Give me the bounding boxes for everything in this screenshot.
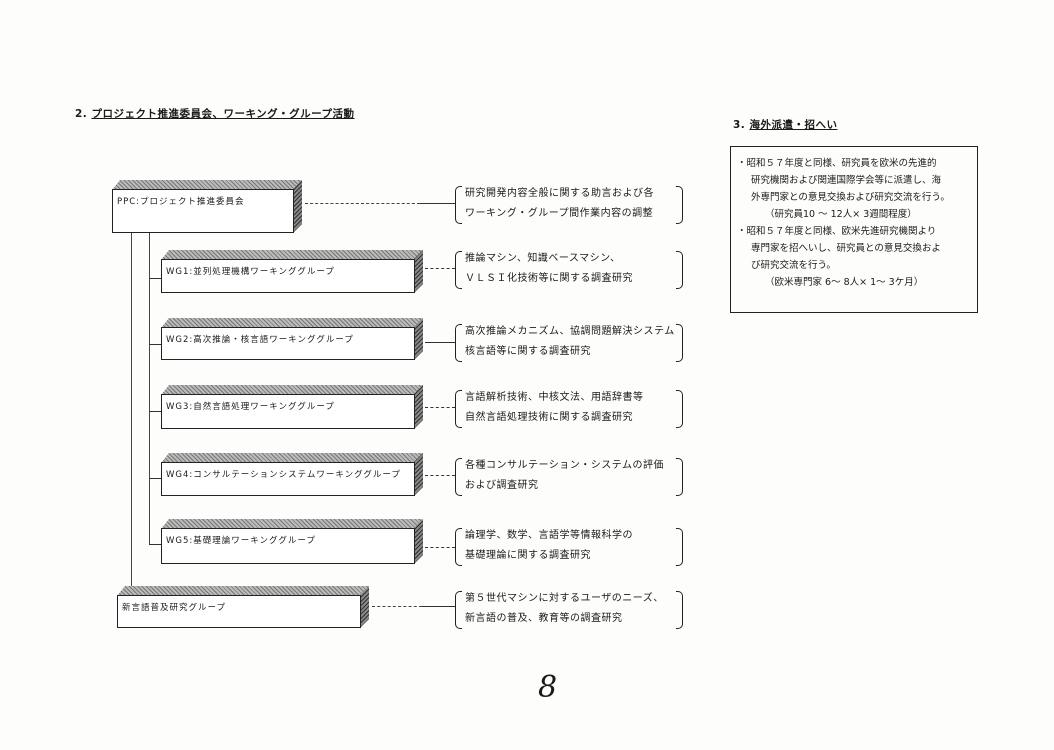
org-box-ppc: PPC:プロジェクト推進委員会 <box>112 180 302 233</box>
bracket-left <box>455 591 462 629</box>
dashed-connector <box>425 407 455 408</box>
org-box-label: 新言語普及研究グループ <box>122 603 226 613</box>
bracket-right <box>676 251 683 289</box>
org-description: 高次推論メカニズム、協調問題解決システム核言語等に関する調査研究 <box>465 326 675 357</box>
org-description: 各種コンサルテーション・システムの評価および調査研究 <box>465 460 664 491</box>
org-box-wg2: WG2:高次推論・核言語ワーキンググループ <box>161 318 423 360</box>
org-description: 第５世代マシンに対するユーザのニーズ、新言語の普及、教育等の調査研究 <box>465 593 664 624</box>
bracket-right <box>676 591 683 629</box>
org-box-label: WG2:高次推論・核言語ワーキンググループ <box>166 335 354 345</box>
bracket-right <box>676 528 683 566</box>
connector-line <box>149 278 161 279</box>
connector-line <box>149 478 161 479</box>
connector-line <box>420 203 455 204</box>
note-line: （研究員10 ～ 12人× 3週間程度） <box>765 209 917 220</box>
page-number: 8 <box>538 670 558 705</box>
overseas-note-box: ・昭和５７年度と同様、研究員を欧米の先進的 研究機関および関連国際学会等に派遣し… <box>730 146 978 313</box>
dashed-connector <box>425 475 455 476</box>
connector-line <box>422 606 455 607</box>
org-box-new-language-group: 新言語普及研究グループ <box>117 586 369 628</box>
bracket-left <box>455 458 462 496</box>
dashed-connector <box>372 606 422 607</box>
section-title: 海外派遣・招へい <box>749 119 838 131</box>
bracket-right <box>676 390 683 428</box>
org-box-label: PPC:プロジェクト推進委員会 <box>117 197 245 207</box>
bracket-left <box>455 324 462 362</box>
connector-line <box>149 232 150 544</box>
org-description: 言語解析技術、中核文法、用語辞書等自然言語処理技術に関する調査研究 <box>465 392 644 423</box>
section-title: プロジェクト推進委員会、ワーキング・グループ活動 <box>91 108 355 120</box>
note-line: 専門家を招へいし、研究員との意見交換およ <box>751 243 941 254</box>
org-box-wg1: WG1:並列処理機構ワーキンググループ <box>161 250 423 293</box>
dashed-connector <box>425 547 455 548</box>
bracket-left <box>455 251 462 289</box>
section-number: 3. <box>733 119 746 131</box>
note-line: 研究機関および関連国際学会等に派遣し、海 <box>751 175 942 186</box>
note-line: ・昭和５７年度と同様、研究員を欧米の先進的 <box>737 158 937 169</box>
org-description: 推論マシン、知識ベースマシン、ＶＬＳＩ化技術等に関する調査研究 <box>465 253 633 284</box>
org-box-label: WG5:基礎理論ワーキンググループ <box>166 536 316 546</box>
org-box-wg5: WG5:基礎理論ワーキンググループ <box>161 519 423 564</box>
connector-line <box>425 342 455 343</box>
org-box-label: WG1:並列処理機構ワーキンググループ <box>166 267 335 277</box>
org-description: 研究開発内容全般に関する助言および各ワーキング・グループ間作業内容の調整 <box>465 188 654 219</box>
dashed-connector <box>305 203 420 204</box>
bracket-left <box>455 528 462 566</box>
bracket-right <box>676 186 683 224</box>
org-box-label: WG3:自然言語処理ワーキンググループ <box>166 402 335 412</box>
org-description: 論理学、数学、言語学等情報科学の基礎理論に関する調査研究 <box>465 530 633 561</box>
note-line: （欧米専門家 6～ 8人× 1～ 3ケ月） <box>765 277 924 288</box>
note-line: 外専門家との意見交換および研究交流を行う。 <box>751 192 950 203</box>
org-box-wg3: WG3:自然言語処理ワーキンググループ <box>161 385 423 429</box>
dashed-connector <box>425 268 455 269</box>
bracket-right <box>676 458 683 496</box>
connector-line <box>149 544 161 545</box>
note-line: び研究交流を行う。 <box>751 260 836 271</box>
connector-line <box>149 344 161 345</box>
connector-line <box>149 411 161 412</box>
connector-line <box>131 232 132 590</box>
org-box-wg4: WG4:コンサルテーションシステムワーキンググループ <box>161 453 423 496</box>
bracket-left <box>455 390 462 428</box>
section-3-heading: 3. 海外派遣・招へい <box>733 117 837 132</box>
section-2-heading: 2. プロジェクト推進委員会、ワーキング・グループ活動 <box>75 106 355 121</box>
note-line: ・昭和５７年度と同様、欧米先進研究機関より <box>737 226 937 237</box>
bracket-left <box>455 186 462 224</box>
section-number: 2. <box>75 108 88 120</box>
bracket-right <box>676 324 683 362</box>
org-box-label: WG4:コンサルテーションシステムワーキンググループ <box>166 470 401 480</box>
